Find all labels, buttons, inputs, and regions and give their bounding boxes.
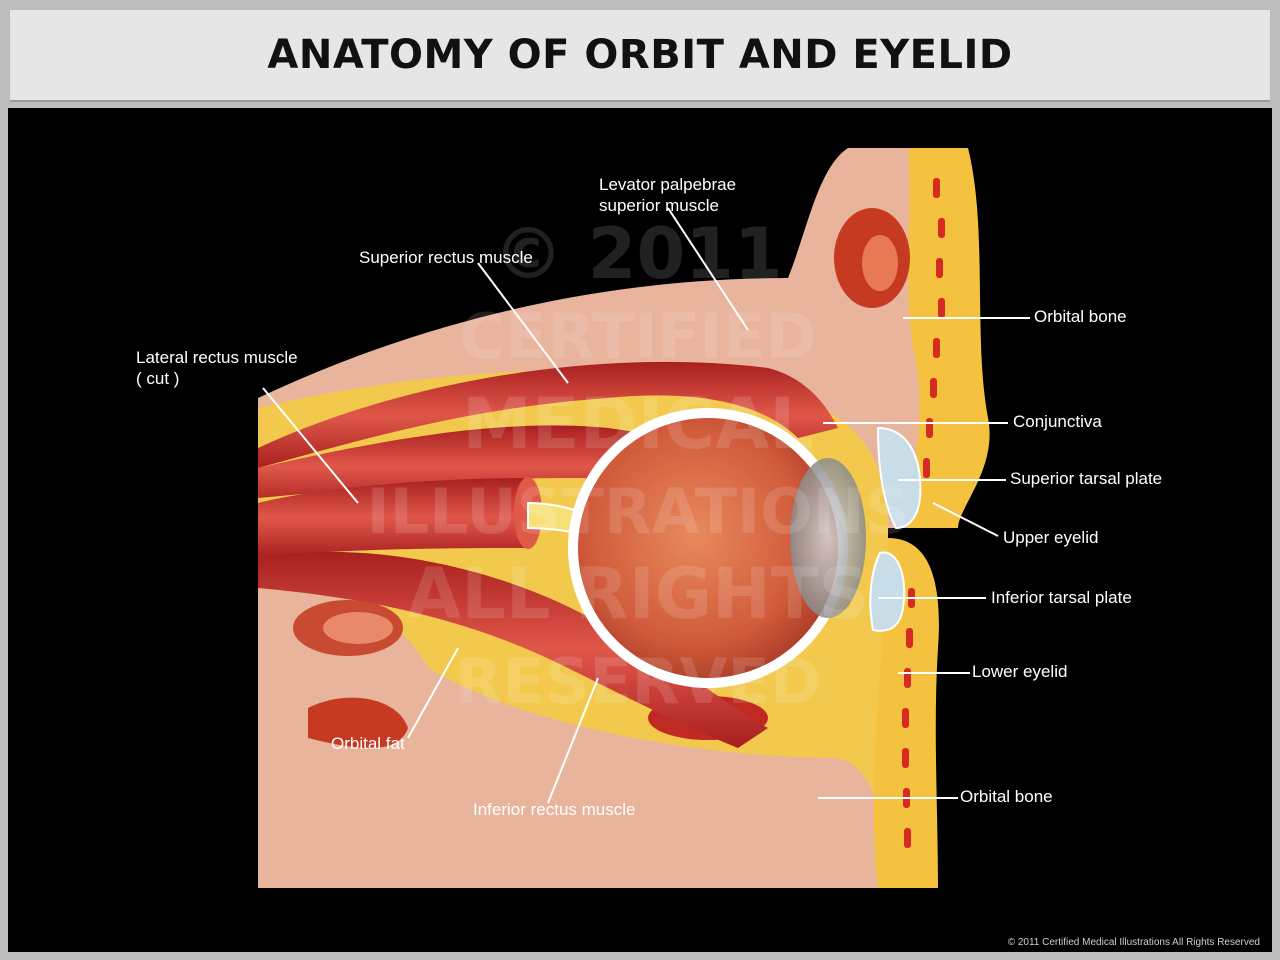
inferior-tarsal-plate xyxy=(869,551,906,632)
lens xyxy=(790,458,866,618)
page-title: ANATOMY OF ORBIT AND EYELID xyxy=(267,32,1013,78)
watermark: © 2011 CERTIFIED MEDICAL ILLUSTRATIONS A… xyxy=(367,213,910,718)
upper-orbit-bone xyxy=(258,148,972,528)
watermark-line-6: RESERVED xyxy=(455,645,822,718)
label-inferior-tarsal-plate: Inferior tarsal plate xyxy=(991,588,1132,607)
label-lateral-rectus: Lateral rectus muscle ( cut ) xyxy=(136,348,298,388)
superior-tarsal-plate xyxy=(876,426,922,530)
leader-lines xyxy=(262,207,1030,804)
label-orbital-bone-bottom: Orbital bone xyxy=(960,787,1053,806)
upper-eyelid-skin xyxy=(908,148,990,528)
copyright-notice: © 2011 Certified Medical Illustrations A… xyxy=(1007,937,1260,948)
watermark-line-4: ILLUSTRATIONS xyxy=(367,475,910,548)
eyelid-muscle-dashes xyxy=(902,178,945,848)
eyeball xyxy=(578,418,838,678)
label-conjunctiva: Conjunctiva xyxy=(1013,412,1102,431)
label-levator: Levator palpebrae superior muscle xyxy=(599,175,737,215)
label-superior-tarsal-plate: Superior tarsal plate xyxy=(1010,469,1163,488)
label-orbital-fat: Orbital fat xyxy=(331,734,405,753)
levator-muscle xyxy=(258,361,838,468)
label-inferior-rectus: Inferior rectus muscle xyxy=(473,800,636,819)
watermark-line-3: MEDICAL xyxy=(462,383,814,465)
watermark-line-5: ALL RIGHTS xyxy=(407,553,869,635)
label-lower-eyelid: Lower eyelid xyxy=(972,662,1068,681)
watermark-line-1: © 2011 xyxy=(493,213,782,295)
orbit-illustration: © 2011 CERTIFIED MEDICAL ILLUSTRATIONS A… xyxy=(8,108,1030,952)
illustration-canvas: © 2011 CERTIFIED MEDICAL ILLUSTRATIONS A… xyxy=(8,108,1272,952)
label-superior-rectus: Superior rectus muscle xyxy=(359,248,533,267)
label-orbital-bone-top: Orbital bone xyxy=(1034,307,1127,326)
watermark-line-2: CERTIFIED xyxy=(459,300,816,373)
label-upper-eyelid: Upper eyelid xyxy=(1003,528,1099,547)
title-bar: ANATOMY OF ORBIT AND EYELID xyxy=(10,10,1270,102)
